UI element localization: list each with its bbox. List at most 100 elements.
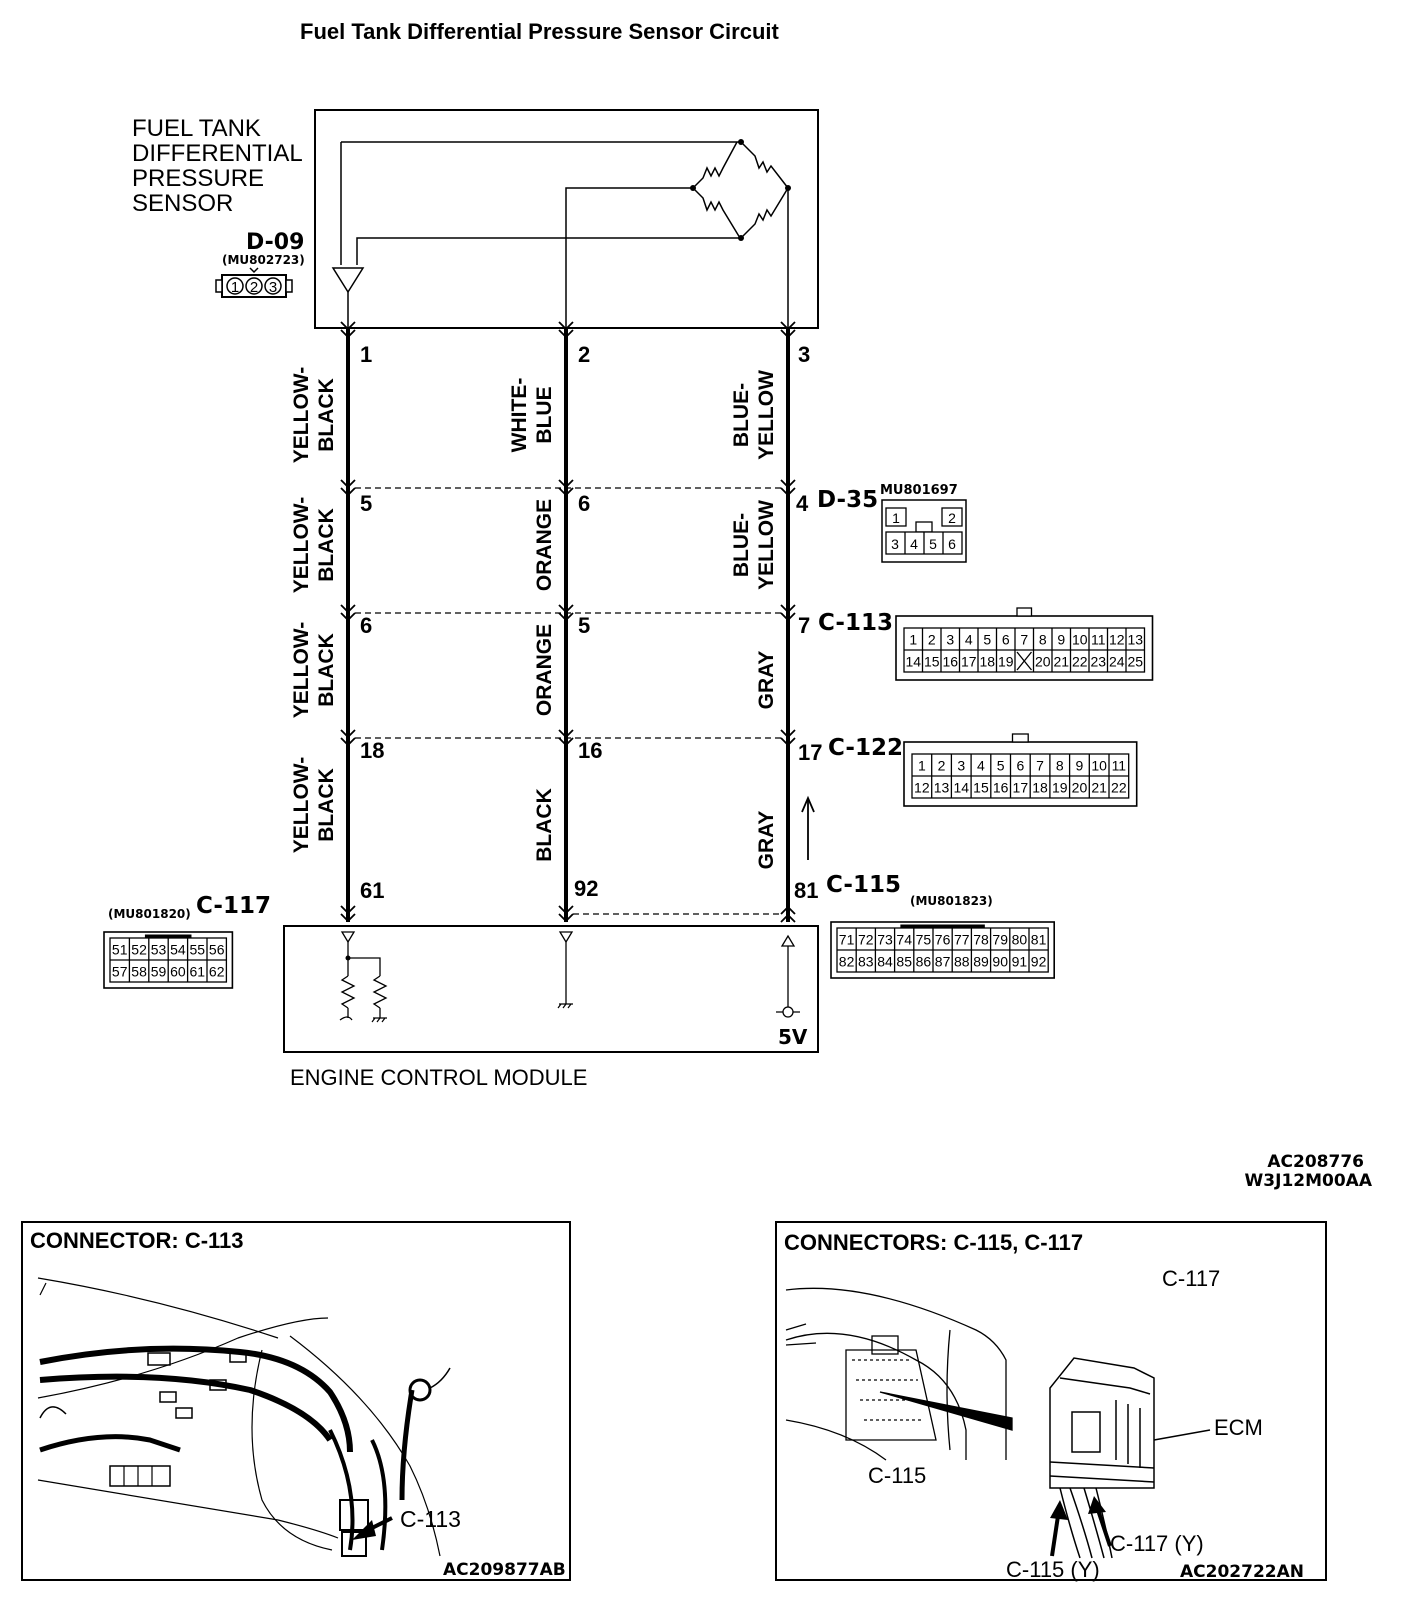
pin-cell: 18 <box>979 654 995 670</box>
svg-text:CONNECTOR: C-113: CONNECTOR: C-113 <box>30 1228 244 1253</box>
pin-cell: 5 <box>983 632 991 648</box>
pin-cell: 14 <box>953 780 969 796</box>
svg-text:SENSOR: SENSOR <box>132 190 233 217</box>
svg-text:BLUE-: BLUE- <box>730 513 753 577</box>
svg-text:DIFFERENTIAL: DIFFERENTIAL <box>132 140 303 167</box>
pin-cell: 55 <box>190 942 206 958</box>
svg-text:4: 4 <box>910 536 918 552</box>
svg-text:WHITE-: WHITE- <box>508 378 531 453</box>
pin-cell: 1 <box>909 632 917 648</box>
svg-text:C-115 (Y): C-115 (Y) <box>1006 1557 1100 1582</box>
svg-text:D-09: D-09 <box>246 230 304 255</box>
pin-cell: 87 <box>935 954 951 970</box>
pin-cell: 57 <box>112 964 128 980</box>
svg-text:(MU802723): (MU802723) <box>222 253 305 267</box>
pin-cell: 12 <box>1109 632 1125 648</box>
svg-text:1: 1 <box>892 510 900 526</box>
pin-cell: 1 <box>918 758 926 774</box>
pin-cell: 59 <box>151 964 167 980</box>
pin-cell: 52 <box>131 942 147 958</box>
pin-cell: 89 <box>973 954 989 970</box>
pin-cell: 8 <box>1039 632 1047 648</box>
pin-cell: 13 <box>1127 632 1143 648</box>
svg-text:7: 7 <box>798 613 810 638</box>
svg-text:3: 3 <box>891 536 899 552</box>
pin-cell: 25 <box>1127 654 1143 670</box>
pin-cell: 19 <box>998 654 1014 670</box>
svg-text:17: 17 <box>798 740 822 765</box>
pin-cell: 83 <box>858 954 874 970</box>
pin-cell: 90 <box>992 954 1008 970</box>
svg-text:C-113: C-113 <box>400 1506 461 1532</box>
svg-text:GRAY: GRAY <box>755 811 778 870</box>
pin-cell: 85 <box>896 954 912 970</box>
pin-cell: 4 <box>965 632 973 648</box>
ecm-label: ENGINE CONTROL MODULE <box>290 1065 587 1090</box>
connector-d09: D-09 (MU802723) 1 2 3 <box>215 230 305 298</box>
svg-text:BLACK: BLACK <box>315 768 338 842</box>
pin-cell: 6 <box>1002 632 1010 648</box>
pin-cell: 73 <box>877 932 893 948</box>
c122-label: C-122 <box>828 735 903 761</box>
svg-text:BLACK: BLACK <box>533 788 556 862</box>
pin-cell: 82 <box>839 954 855 970</box>
c115-part: (MU801823) <box>910 894 993 908</box>
ref-code-2: W3J12M00AA <box>1245 1171 1373 1191</box>
connector-dashes <box>355 487 781 915</box>
pin-cell: 5 <box>997 758 1005 774</box>
pin-cell: 13 <box>934 780 950 796</box>
c117-label: C-117 <box>196 893 271 919</box>
svg-text:5: 5 <box>360 491 372 516</box>
pin-cell: 74 <box>896 932 912 948</box>
pin-cell: 2 <box>938 758 946 774</box>
pin-cell: 17 <box>961 654 977 670</box>
pin-cell: 7 <box>1036 758 1044 774</box>
svg-text:YELLOW-: YELLOW- <box>290 497 313 593</box>
pin-cell: 84 <box>877 954 893 970</box>
pin-cell: 21 <box>1091 780 1107 796</box>
pin-cell: 20 <box>1035 654 1051 670</box>
panel-c113: CONNECTOR: C-113 <box>21 1221 571 1581</box>
c115-label: C-115 <box>826 872 901 898</box>
svg-text:BLUE-: BLUE- <box>730 383 753 447</box>
pin-cell: 2 <box>928 632 936 648</box>
pin-cell: 9 <box>1057 632 1065 648</box>
svg-text:C-117 (Y): C-117 (Y) <box>1110 1531 1204 1556</box>
pin-cell: 78 <box>973 932 989 948</box>
main-wires <box>346 328 790 922</box>
pin-cell: 60 <box>170 964 186 980</box>
c117-part: (MU801820) <box>108 907 191 921</box>
svg-text:ORANGE: ORANGE <box>533 624 556 716</box>
pin-cell: 7 <box>1020 632 1028 648</box>
pin-cell: 86 <box>916 954 932 970</box>
pin-cell: 16 <box>993 780 1009 796</box>
svg-text:92: 92 <box>574 876 598 901</box>
svg-text:AC202722AN: AC202722AN <box>1180 1562 1304 1582</box>
svg-text:6: 6 <box>948 536 956 552</box>
svg-text:AC209877AB: AC209877AB <box>443 1560 566 1580</box>
panel-c115-c117: CONNECTORS: C-115, C-117 C-117 C-115 ECM <box>775 1221 1327 1582</box>
pin-cell: 54 <box>170 942 186 958</box>
ecm-box: 5V <box>283 925 819 1053</box>
pin-cell: 18 <box>1032 780 1048 796</box>
pin-cell: 71 <box>839 932 855 948</box>
pin-cell: 15 <box>924 654 940 670</box>
pin-cell: 17 <box>1013 780 1029 796</box>
svg-text:GRAY: GRAY <box>755 651 778 710</box>
svg-text:6: 6 <box>360 613 372 638</box>
svg-text:C-115: C-115 <box>868 1463 926 1488</box>
pin-cell: 75 <box>916 932 932 948</box>
svg-text:5: 5 <box>929 536 937 552</box>
pin-cell: 10 <box>1091 758 1107 774</box>
svg-text:3: 3 <box>269 279 277 296</box>
pin-cell: 19 <box>1052 780 1068 796</box>
svg-text:61: 61 <box>360 878 384 903</box>
pin-cell: 91 <box>1012 954 1028 970</box>
connector-marks <box>340 321 796 923</box>
pin-cell: 11 <box>1091 632 1106 648</box>
svg-text:ORANGE: ORANGE <box>533 499 556 591</box>
